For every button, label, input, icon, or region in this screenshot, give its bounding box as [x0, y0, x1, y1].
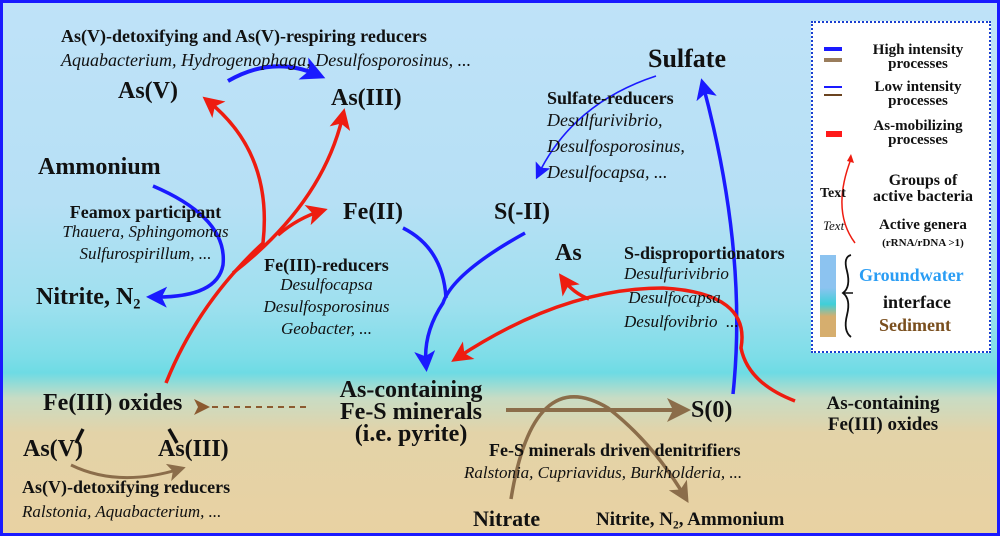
legend-red-arrow-icon	[841, 154, 856, 244]
arrow-fe-iii-to-as-v	[164, 96, 267, 384]
legend-swatch-high-brown	[824, 58, 842, 62]
process-arrows	[70, 57, 796, 504]
node-s0: S(0)	[691, 397, 733, 423]
group-title-s-disproportionators: S-disproportionators	[624, 243, 785, 263]
arrow-fe-ii-to-merge	[402, 226, 448, 299]
legend-genera: Active genera	[879, 217, 967, 233]
node-sulfate: Sulfate	[648, 44, 726, 73]
node-fe-iii-oxides: Fe(III) oxides	[43, 390, 183, 416]
genera-sulfate-1: Desulfurivibrio,	[547, 110, 663, 130]
genera-as-reducers: Aquabacterium, Hydrogenophaga, Desulfosp…	[61, 50, 472, 70]
legend-swatch-low-blue	[824, 86, 842, 88]
arrow-as-fe-iii-to-fes	[451, 286, 796, 403]
arrow-s0-to-sulfate	[696, 78, 739, 395]
group-feamox: Feamox participant Thauera, Sphingomonas…	[33, 203, 258, 265]
bond-fe-iii-as-v	[74, 428, 85, 444]
legend-gradient-bar	[820, 255, 836, 337]
node-fe-ii: Fe(II)	[343, 199, 403, 225]
legend-swatch-low-brown	[824, 94, 842, 96]
node-nitrite-bottom: Nitrite, N2, Ammonium	[596, 509, 785, 532]
bond-fe-iii-as-iii	[167, 428, 179, 444]
arrow-to-as	[558, 273, 590, 301]
genera-fes-denitrifiers: Ralstonia, Cupriavidus, Burkholderia, ..…	[464, 463, 743, 482]
legend-groups-sample: Text	[820, 186, 846, 201]
node-as-fe-iii-oxides: As-containing Fe(III) oxides	[826, 393, 940, 435]
legend-brace-icon	[841, 254, 853, 338]
node-as-fes-minerals: As-containing Fe-S minerals (i.e. pyrite…	[339, 377, 483, 447]
genera-as-detox: Ralstonia, Aquabacterium, ...	[22, 502, 222, 521]
genera-sulfate-2: Desulfosporosinus,	[547, 136, 685, 156]
legend-swatch-as-mobilizing	[826, 131, 842, 137]
legend-genera-sample: Text	[823, 218, 845, 233]
arrow-fe-iii-to-fe-ii	[276, 205, 328, 237]
arrow-ammonium-to-nitrite	[146, 184, 226, 308]
arrow-as-v-to-as-iii-bottom	[70, 463, 186, 482]
node-as-v-bottom: As(V)	[23, 436, 83, 462]
genera-fe-iii-2: Desulfosporosinus	[263, 297, 390, 316]
node-ammonium: Ammonium	[38, 154, 161, 180]
genera-sdisp-1: Desulfurivibrio	[624, 264, 729, 283]
node-nitrite-n2-left: Nitrite, N2	[36, 284, 141, 313]
group-title-as-reducers: As(V)-detoxifying and As(V)-respiring re…	[61, 26, 427, 46]
legend-sediment: Sediment	[879, 315, 951, 335]
genera-feamox-2: Sulfurospirillum, ...	[79, 244, 212, 263]
node-as: As	[555, 240, 582, 266]
genera-fe-iii-1: Desulfocapsa	[280, 275, 373, 294]
legend-interface: interface	[883, 292, 951, 312]
group-title-fe-iii-reducers: Fe(III)-reducers	[264, 255, 389, 275]
group-sulfate-reducers: Sulfate-reducers Desulfurivibrio, Desulf…	[547, 89, 685, 185]
node-as-iii-bottom: As(III)	[158, 436, 229, 462]
group-title-fes-denitrifiers: Fe-S minerals driven denitrifiers	[489, 440, 741, 460]
arrow-sulfate-to-s-ii	[535, 75, 657, 180]
node-as-iii-top: As(III)	[331, 85, 402, 111]
group-fe-iii-reducers: Fe(III)-reducers Desulfocapsa Desulfospo…	[249, 256, 404, 340]
node-nitrate: Nitrate	[473, 506, 541, 531]
node-as-v-top: As(V)	[118, 78, 178, 104]
legend-swatch-high-blue	[824, 47, 842, 51]
legend-groundwater: Groundwater	[859, 265, 964, 285]
group-title-as-detox: As(V)-detoxifying reducers	[22, 477, 231, 497]
arrow-nitrate-to-nitrite	[509, 395, 689, 504]
node-s-minus-ii: S(-II)	[494, 199, 551, 225]
genera-sdisp-2: Desulfocapsa	[624, 288, 721, 307]
genera-feamox-1: Thauera, Sphingomonas	[62, 222, 229, 241]
genera-sdisp-3: Desulfovibrio ...	[624, 312, 739, 331]
arrow-s-ii-to-fes-minerals	[414, 231, 526, 372]
genera-fe-iii-3: Geobacter, ...	[280, 319, 373, 338]
group-s-disproportionators: S-disproportionators Desulfurivibrio Des…	[624, 244, 785, 334]
arrow-fe-iii-to-as-iii	[231, 108, 351, 275]
legend-genera-note: (rRNA/rDNA >1)	[882, 237, 964, 249]
group-title-feamox: Feamox participant	[69, 202, 222, 222]
arrow-as-v-to-as-iii	[227, 57, 326, 83]
genera-sulfate-3: Desulfocapsa, ...	[547, 162, 668, 182]
group-title-sulfate-reducers: Sulfate-reducers	[547, 88, 674, 108]
